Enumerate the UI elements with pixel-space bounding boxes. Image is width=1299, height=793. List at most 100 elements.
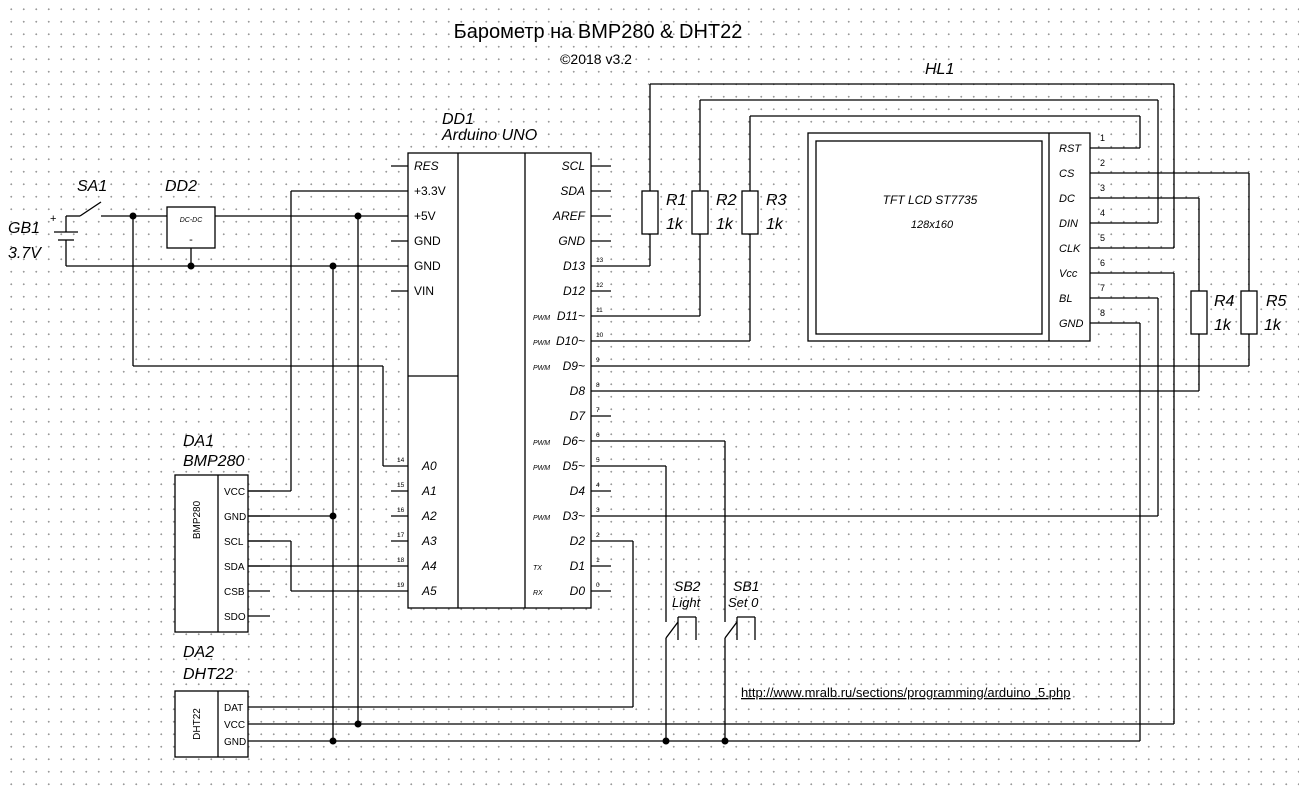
dht22-module <box>174 690 249 758</box>
pin-num-d6: 6 <box>596 432 600 439</box>
lcd-pin-din: DIN <box>1059 218 1078 230</box>
pin-sda: SDA <box>560 184 585 198</box>
dht-pin-gnd: GND <box>224 737 246 748</box>
r2-label: R2 <box>716 192 737 209</box>
sb2-label: SB2 <box>674 578 701 594</box>
pin-gnd: GND <box>558 234 585 248</box>
pin-d1: D1 <box>570 559 585 573</box>
pin-d3: D3~ <box>563 509 585 523</box>
pin-a3: A3 <box>421 534 437 548</box>
dd1-label: DD1 <box>442 111 474 128</box>
pin-num-d8: 8 <box>596 382 600 389</box>
lcd-pin-num: 2 <box>1100 158 1105 168</box>
bmp-pin-sdo: SDO <box>224 612 246 623</box>
pin-d13: D13 <box>563 259 585 273</box>
da1-name: BMP280 <box>183 453 244 470</box>
button-sb2 <box>660 614 697 644</box>
bmp280-body-label: BMP280 <box>192 500 203 539</box>
da2-label: DA2 <box>183 644 214 661</box>
pin-a1: A1 <box>421 484 437 498</box>
dht-pin-vcc: VCC <box>224 720 245 731</box>
pin-d7: D7 <box>570 409 587 423</box>
pin-res: RES <box>414 159 439 173</box>
lcd-screen <box>815 140 1043 335</box>
pin-d9: D9~ <box>563 359 585 373</box>
lcd-pin-num: 5 <box>1100 233 1105 243</box>
pin-num-d12: 12 <box>596 282 604 289</box>
pin-num-d1: 1 <box>596 557 600 564</box>
lcd-resolution: 128x160 <box>911 219 954 231</box>
resistor-r3 <box>741 190 759 235</box>
junctions <box>129 212 729 745</box>
battery-plus: + <box>50 213 56 225</box>
lcd-pin-num: 4 <box>1100 208 1105 218</box>
dht22-body-label: DHT22 <box>192 708 203 740</box>
pin-d2: D2 <box>570 534 586 548</box>
bmp-pin-gnd: GND <box>224 512 246 523</box>
bmp280-module <box>174 474 249 633</box>
version-label: ©2018 v3.2 <box>560 51 632 67</box>
r5-value: 1k <box>1264 317 1282 334</box>
pin-gnd-1: GND <box>414 234 441 248</box>
source-link[interactable]: http://www.mralb.ru/sections/programming… <box>741 685 1071 700</box>
pin-num-14: 14 <box>397 457 405 464</box>
da1-label: DA1 <box>183 433 214 450</box>
resistor-r5 <box>1240 290 1258 335</box>
dcdc-gnd-mark: - <box>189 234 193 246</box>
r2-value: 1k <box>716 216 734 233</box>
r1-label: R1 <box>666 192 686 209</box>
sb1-label: SB1 <box>733 578 759 594</box>
bmp-pin-vcc: VCC <box>224 487 245 498</box>
pin-vin: VIN <box>414 284 434 298</box>
sa1-label: SA1 <box>77 178 107 195</box>
pin-d4: D4 <box>570 484 586 498</box>
pin-num-18: 18 <box>397 557 405 564</box>
pwm-mark: PWM <box>533 465 550 472</box>
pin-num-17: 17 <box>397 532 405 539</box>
pwm-mark: PWM <box>533 440 550 447</box>
pin-a0: A0 <box>421 459 437 473</box>
page-title: Барометр на BMP280 & DHT22 <box>454 21 743 43</box>
sb1-name: Set 0 <box>728 595 759 610</box>
bmp-pin-sda: SDA <box>224 562 245 573</box>
lcd-pin-cs: CS <box>1059 168 1075 180</box>
gb1-voltage: 3.7V <box>8 245 42 262</box>
lcd-pin-num: 7 <box>1100 283 1105 293</box>
bmp-pin-scl: SCL <box>224 537 244 548</box>
pin-a2: A2 <box>421 509 437 523</box>
r3-label: R3 <box>766 192 787 209</box>
pin-d10: D10~ <box>556 334 585 348</box>
lcd-pin-num: 6 <box>1100 258 1105 268</box>
dd2-label: DD2 <box>165 178 197 195</box>
button-sb1 <box>719 614 756 644</box>
lcd-pin-gnd: GND <box>1059 318 1084 330</box>
pwm-mark: PWM <box>533 315 550 322</box>
pwm-mark: PWM <box>533 515 550 522</box>
r4-value: 1k <box>1214 317 1232 334</box>
battery-gb1 <box>54 216 78 266</box>
pin-d8: D8 <box>570 384 586 398</box>
pwm-mark: PWM <box>533 340 550 347</box>
pin-num-d4: 4 <box>596 482 600 489</box>
pin-a5: A5 <box>421 584 437 598</box>
dcdc-label: DC-DC <box>180 217 203 224</box>
lcd-pin-rst: RST <box>1059 143 1082 155</box>
pwm-mark: TX <box>533 565 542 572</box>
pin-num-d7: 7 <box>596 407 600 414</box>
bmp-pin-csb: CSB <box>224 587 245 598</box>
resistor-r2 <box>691 190 709 235</box>
pin-num-d3: 3 <box>596 507 600 514</box>
r3-value: 1k <box>766 216 784 233</box>
r5-label: R5 <box>1266 293 1287 310</box>
lcd-name: TFT LCD ST7735 <box>883 193 978 207</box>
pin-3v3: +3.3V <box>414 184 446 198</box>
pin-5v: +5V <box>414 209 436 223</box>
pin-num-d10: 10 <box>596 332 604 339</box>
pin-num-d13: 13 <box>596 257 604 264</box>
lcd-pin-num: 3 <box>1100 183 1105 193</box>
